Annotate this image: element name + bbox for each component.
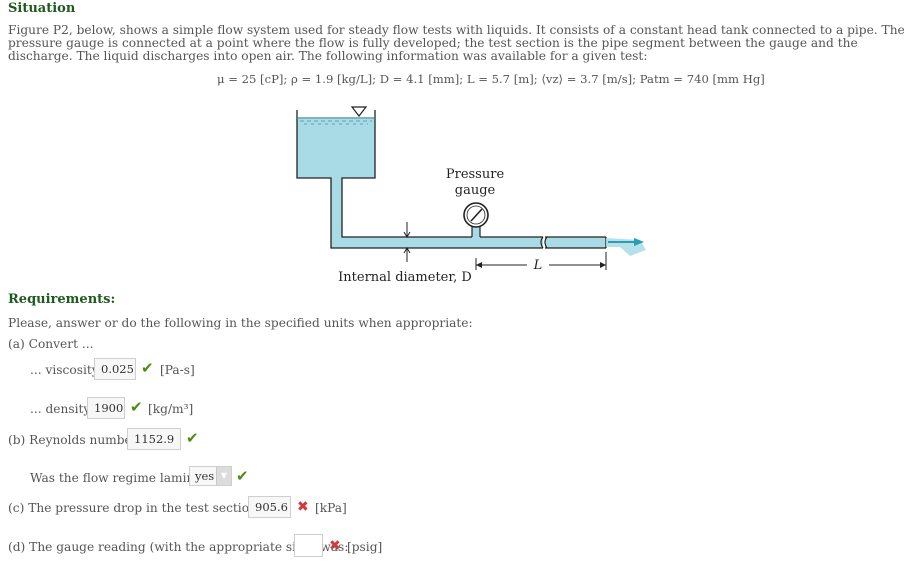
gauge-tap-water <box>472 226 480 238</box>
situation-heading: Situation <box>8 1 76 16</box>
part-a-label: (a) Convert ... <box>8 337 94 351</box>
cross-icon: ✖ <box>297 499 309 515</box>
gauge-label-line2: gauge <box>455 183 496 198</box>
viscosity-unit: [Pa-s] <box>160 363 195 377</box>
requirements-intro: Please, answer or do the following in th… <box>8 316 473 330</box>
check-icon: ✔ <box>141 359 154 377</box>
gauge-reading-unit: [psig] <box>347 540 383 554</box>
gauge-reading-label: (d) The gauge reading (with the appropri… <box>8 540 349 554</box>
given-parameters: μ = 25 [cP]; ρ = 1.9 [kg/L]; D = 4.1 [mm… <box>217 72 765 86</box>
riser-water <box>331 178 342 239</box>
situation-paragraph: Figure P2, below, shows a simple flow sy… <box>8 23 905 63</box>
cross-icon: ✖ <box>329 538 341 554</box>
pressure-drop-unit: [kPa] <box>315 501 347 515</box>
density-input[interactable]: 1900 <box>87 397 125 419</box>
laminar-select[interactable]: yes ▼ <box>189 466 232 486</box>
density-unit: [kg/m³] <box>148 402 194 416</box>
check-icon: ✔ <box>186 429 199 447</box>
pipe-water-2 <box>545 237 606 248</box>
pressure-drop-input[interactable]: 905.6 <box>248 496 291 518</box>
check-icon: ✔ <box>130 398 143 416</box>
chevron-down-icon[interactable]: ▼ <box>216 467 231 485</box>
pipe-water <box>331 237 543 248</box>
length-label: L <box>533 258 543 273</box>
pressure-drop-label: (c) The pressure drop in the test sectio… <box>8 501 289 515</box>
reynolds-input[interactable]: 1152.9 <box>127 428 181 450</box>
free-surface-icon <box>350 106 368 117</box>
density-label: ... density: <box>30 402 95 416</box>
laminar-select-value: yes <box>195 469 215 483</box>
laminar-question: Was the flow regime laminar? <box>30 471 214 485</box>
reynolds-label: (b) Reynolds number: <box>8 433 142 447</box>
viscosity-input[interactable]: 0.025 <box>94 358 136 380</box>
requirements-heading: Requirements: <box>8 292 116 307</box>
diameter-label: Internal diameter, D <box>338 270 472 285</box>
viscosity-label: ... viscosity: <box>30 363 103 377</box>
flow-arrow-icon <box>634 238 644 246</box>
flow-system-figure: Pressure gauge L Internal diameter, D <box>296 106 646 285</box>
gauge-reading-input[interactable] <box>294 534 323 557</box>
check-icon: ✔ <box>236 467 249 485</box>
tank-outline <box>296 110 543 249</box>
gauge-label-line1: Pressure <box>446 167 505 182</box>
tank-water <box>297 117 375 178</box>
